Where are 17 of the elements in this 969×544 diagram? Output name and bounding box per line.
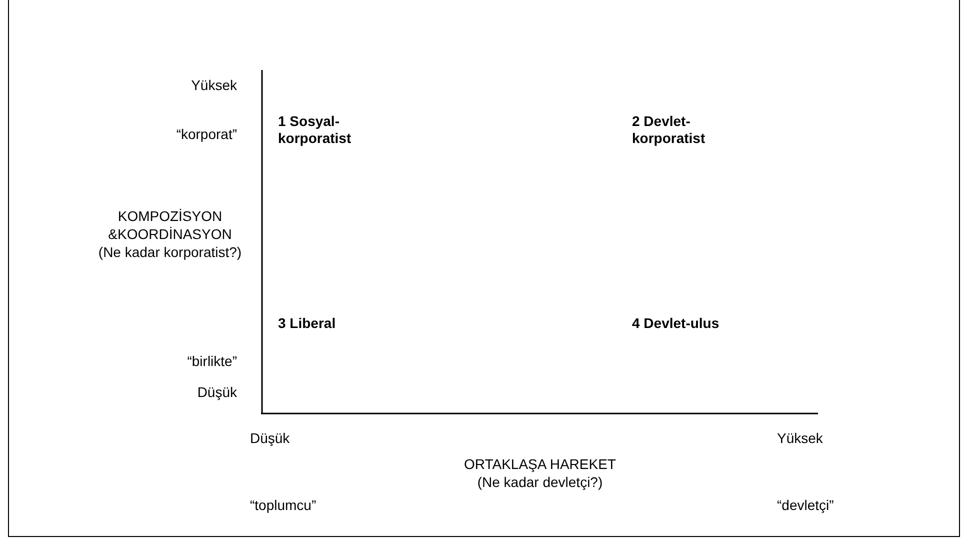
axis-label: KOMPOZİSYON <box>116 208 224 225</box>
quadrant-label: 2 Devlet- korporatist <box>632 113 706 147</box>
axis-label: “devletçi” <box>777 497 834 514</box>
axis-label: Yüksek <box>777 430 823 447</box>
axis-label: “birlikte” <box>186 353 237 370</box>
axis-label: (Ne kadar korporatist?) <box>97 244 243 261</box>
quadrant-label: 4 Devlet-ulus <box>632 315 720 332</box>
quadrant-label: 1 Sosyal- korporatist <box>278 113 352 147</box>
axis-label: Düşük <box>250 430 290 447</box>
axis-label: &KOORDİNASYON <box>107 226 233 243</box>
axis-label: Yüksek <box>190 77 237 94</box>
axis-label: “korporat” <box>175 126 237 143</box>
axis-label: “toplumcu” <box>250 497 316 514</box>
quadrant-label: 3 Liberal <box>278 315 336 332</box>
axis-label: ORTAKLAŞA HAREKET <box>463 456 617 473</box>
axis-label: (Ne kadar devletçi?) <box>476 474 604 491</box>
axis-label: Düşük <box>196 384 237 401</box>
